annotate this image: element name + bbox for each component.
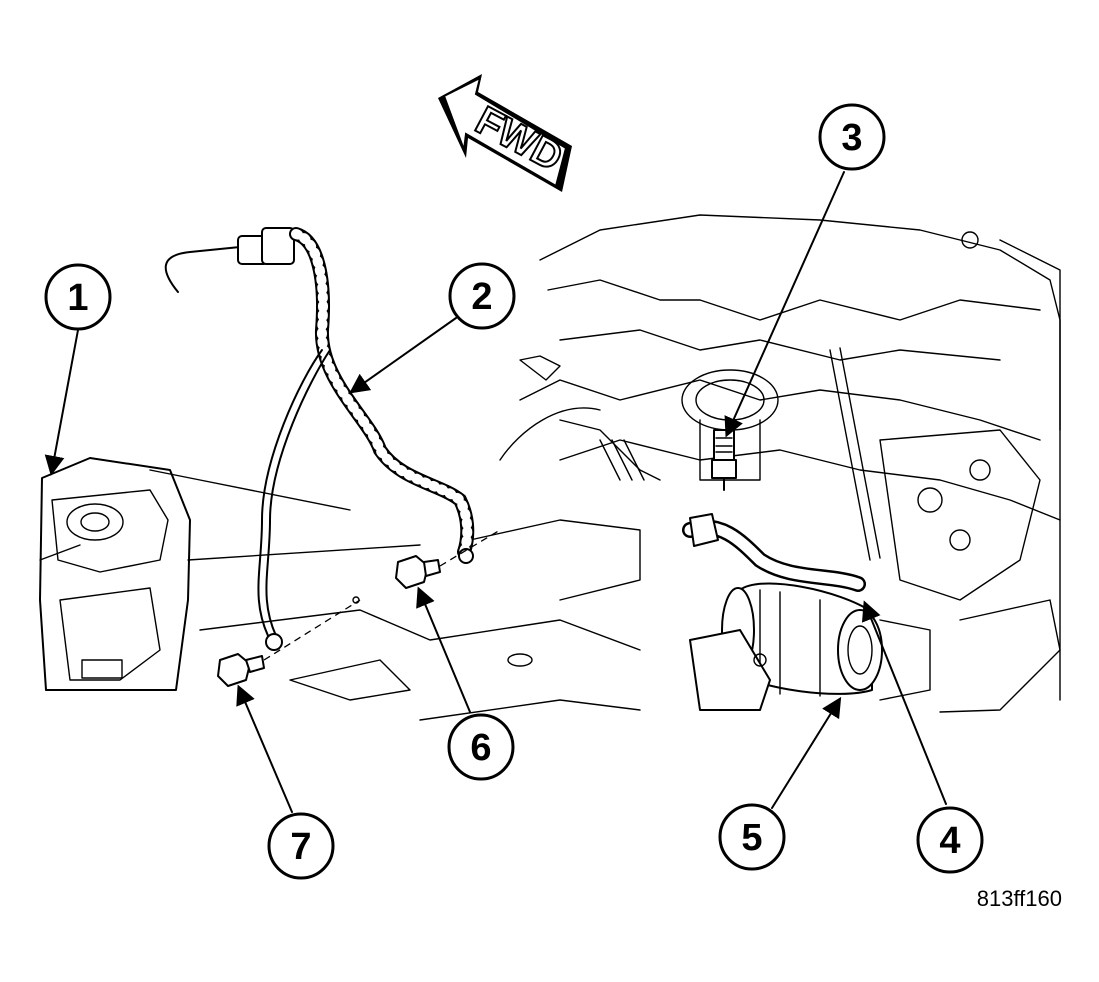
- callout-5: 5: [718, 803, 786, 871]
- callout-4: 4: [916, 806, 984, 874]
- install-guide-lines: [263, 529, 501, 661]
- callout-number: 4: [939, 820, 960, 862]
- floor-pan: [199, 519, 641, 721]
- callout-2: 2: [448, 262, 516, 330]
- crossmember-bracket: [39, 457, 421, 691]
- starter-cable: [682, 513, 866, 592]
- callout-number: 6: [470, 727, 491, 769]
- callout-number: 5: [741, 817, 762, 859]
- callout-6: 6: [447, 713, 515, 781]
- callout-7: 7: [267, 812, 335, 880]
- callout-3: 3: [818, 103, 886, 171]
- fwd-arrow-icon: FWD: [438, 74, 572, 192]
- leader-arrows: [44, 171, 947, 813]
- figure-id: 813ff160: [977, 886, 1062, 911]
- callout-number: 7: [290, 826, 311, 868]
- fwd-label: FWD: [468, 98, 569, 180]
- sensor-component: [711, 429, 737, 491]
- bolt-7-icon: [217, 653, 265, 687]
- starter-motor: [689, 582, 931, 711]
- engine-assembly: [499, 214, 1061, 713]
- callout-number: 3: [841, 117, 862, 159]
- callout-1: 1: [44, 263, 112, 331]
- callout-number: 2: [471, 276, 492, 318]
- wiring-harness: [164, 227, 475, 651]
- callout-number: 1: [67, 277, 88, 319]
- bolt-6-icon: [395, 555, 441, 589]
